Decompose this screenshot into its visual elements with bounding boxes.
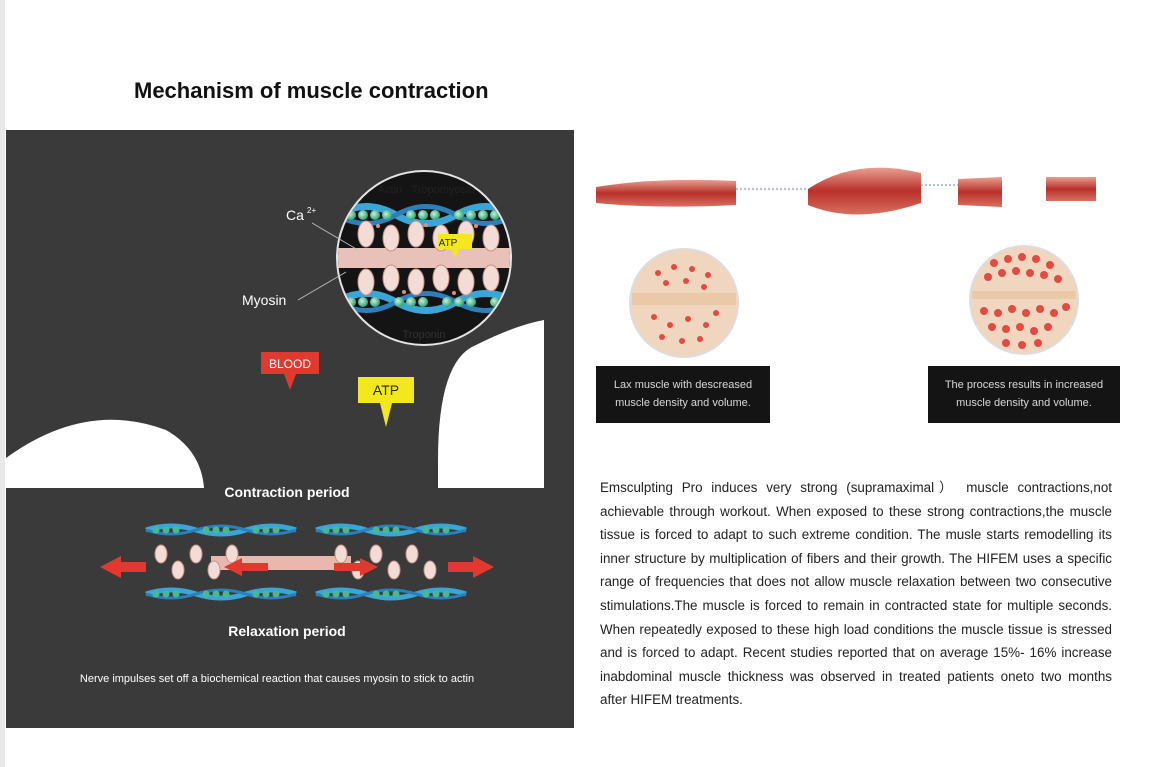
contraction-diagram: ATP Actin Tropomyosin Troponin Ca 2+ Myo… [6,130,574,728]
increased-density-caption: The process results in increased muscle … [928,366,1120,423]
contracted-muscle-strip [808,167,921,215]
lax-muscle-caption: Lax muscle with descreased muscle densit… [596,366,770,423]
atp-inner-label: ATP [439,238,458,249]
muscle-comparison [596,167,1096,358]
dense-muscle-cross-section [969,245,1079,355]
troponin-label: Troponin [402,329,445,341]
actin-label: Actin [378,184,402,196]
toned-muscle-strip-1 [958,177,1002,207]
blood-label: BLOOD [269,357,311,371]
increased-caption-line-1: The process results in increased [944,379,1104,391]
stretch-arrows [100,556,494,578]
toned-muscle-strip-2 [1046,177,1096,201]
cell-shape-left [6,419,204,488]
increased-caption-line-2: muscle density and volume. [956,397,1092,409]
tropomyosin-label: Tropomyosin [411,184,474,196]
lax-caption-line-2: muscle density and volume. [615,397,751,409]
cell-shape-right [438,320,544,488]
calcium-pointer [311,222,359,251]
page-title: Mechanism of muscle contraction [134,78,489,103]
diagram-caption: Nerve impulses set off a biochemical rea… [80,673,474,685]
contraction-period-label: Contraction period [224,484,349,500]
calcium-superscript: 2+ [307,206,316,215]
myosin-pointer [297,271,347,301]
atp-tag [358,377,414,427]
atp-label: ATP [373,382,399,398]
page-edge [0,0,5,767]
myosin-label: Myosin [242,292,286,308]
lax-muscle-strip [596,179,736,207]
blood-tag [261,352,319,390]
zoom-circle [336,170,512,346]
calcium-label: Ca [286,207,304,223]
relaxation-period-label: Relaxation period [228,623,345,639]
lax-muscle-cross-section [629,248,739,358]
lax-caption-line-1: Lax muscle with descreased [613,379,753,391]
description-paragraph: Emsculpting Pro induces very strong (sup… [600,480,1112,708]
